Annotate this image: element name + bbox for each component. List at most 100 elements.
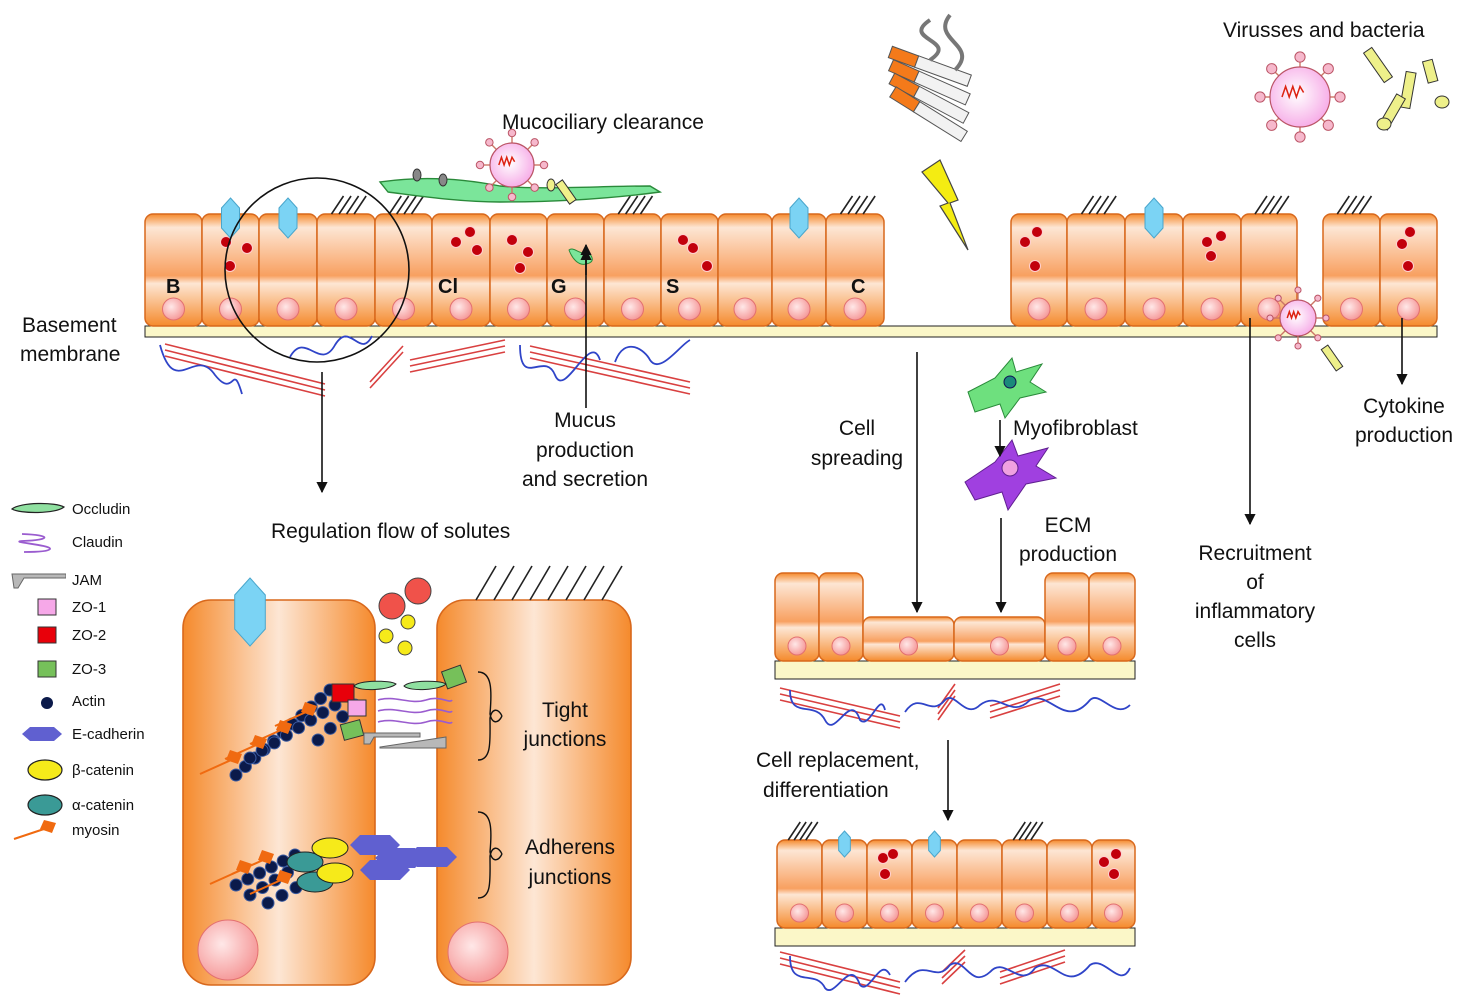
cilium [1080,195,1095,215]
cell-nucleus [733,297,757,321]
solute-particle [397,640,413,656]
cilium [353,195,367,215]
actin-bead [264,860,278,874]
actin-bead [323,721,337,735]
cilium [1276,195,1290,215]
secretory-granule [1201,236,1213,248]
cilium [338,195,352,215]
hexagon-marker [234,577,266,647]
label-adherens-2: junctions [528,866,612,889]
label-mucus-1: Mucus [554,409,616,432]
claudin-icon [18,533,51,553]
cell-nucleus [880,903,899,923]
fibroblast-cell [967,356,1048,420]
legend-item-zo3: ZO-3 [10,656,106,682]
detail-cilium [529,565,551,601]
virus-spike-tip [1266,63,1278,75]
label-tight-2: junctions [523,728,607,751]
cilium [1024,821,1038,841]
secretory-granule [514,262,526,274]
secretory-granule [1029,260,1041,272]
virus-spike-tip [1254,91,1266,103]
bacterium-rod [1320,344,1344,372]
cell-nucleus [1084,297,1108,321]
secretory-granule [464,226,476,238]
bacterium-coccus [1376,117,1392,131]
actin-bead [229,768,243,782]
bacterium-rod [1362,46,1394,84]
legend-item-claudin: Claudin [10,529,123,555]
virus-spike-tip [485,183,494,192]
collagen-fiber [779,693,901,723]
cilium [1088,195,1102,215]
cell-nucleus [1200,297,1224,321]
solute-particle [404,577,432,605]
repair-basement-membrane [774,927,1136,947]
label-replacement-1: Cell replacement, [756,749,920,772]
e-cadherin-icon [22,727,62,741]
jam-protein [363,732,421,745]
collagen-fiber [779,951,901,983]
actin-bead [314,692,328,705]
claudin-strand [377,697,453,703]
cell-nucleus [835,903,854,923]
occludin-protein [353,680,397,691]
collagen-fiber [529,351,691,389]
detail-cell-right [436,599,632,986]
cigarette [887,59,971,106]
repair-epithelium-spreading [774,572,1136,729]
myosin-head [276,870,292,884]
legend-label: ZO-2 [72,626,107,644]
cilium [1030,821,1044,841]
beta-catenin-icon [27,759,63,781]
tight-junction-brace [477,671,503,761]
cilium [854,195,869,215]
collagen-fiber [989,689,1061,713]
actin-bead [267,736,281,750]
label-replacement-2: differentiation [763,779,889,802]
label-cell-spreading-2: spreading [810,447,904,470]
legend-label: myosin [72,821,120,839]
zo1-icon [37,598,57,616]
label-cytokine-1: Cytokine [1363,395,1445,418]
epithelial-cell [818,572,864,662]
label-mucociliary-clearance: Mucociliary clearance [502,111,704,134]
virus-spike-tip [530,183,539,192]
cell-nucleus [1057,636,1077,656]
secretory-granule [522,246,534,258]
collagen-fiber [369,345,404,383]
cilium [1254,195,1268,215]
occludin-icon [10,502,66,514]
legend-label: E-cadherin [72,725,145,743]
label-recruitment-3: inflammatory [1194,600,1316,623]
collagen-fiber [999,949,1066,973]
virus-spike-tip [1322,63,1334,75]
cell-nucleus [787,636,807,656]
cell-nucleus [1102,636,1122,656]
occludin-protein [403,680,447,691]
collagen-fiber [779,687,901,717]
collagen-fiber [999,955,1066,979]
virus-spike-tip [1322,119,1334,131]
cilium [403,195,417,215]
label-recruitment-1: Recruitment [1198,542,1312,565]
secretory-granule [677,234,689,246]
label-tight-1: Tight [542,699,588,722]
secretory-granule [887,848,899,860]
collagen-fiber [529,345,691,383]
epithelial-cell [825,213,885,327]
cigarette-paper [913,55,972,87]
legend-label: β-catenin [72,761,134,779]
secretory-granule [687,242,699,254]
myosin-icon [13,820,56,840]
adherens-junction-brace [477,811,503,899]
tight-junction-detail [182,565,632,986]
e-cadherin-protein [407,847,457,867]
virus-genome [1286,309,1301,321]
secretory-granule [241,242,253,254]
cell-letter-basal: B [166,276,181,298]
cilium [345,195,360,215]
cigarette-paper [913,85,970,124]
mucus-particle [412,168,422,182]
